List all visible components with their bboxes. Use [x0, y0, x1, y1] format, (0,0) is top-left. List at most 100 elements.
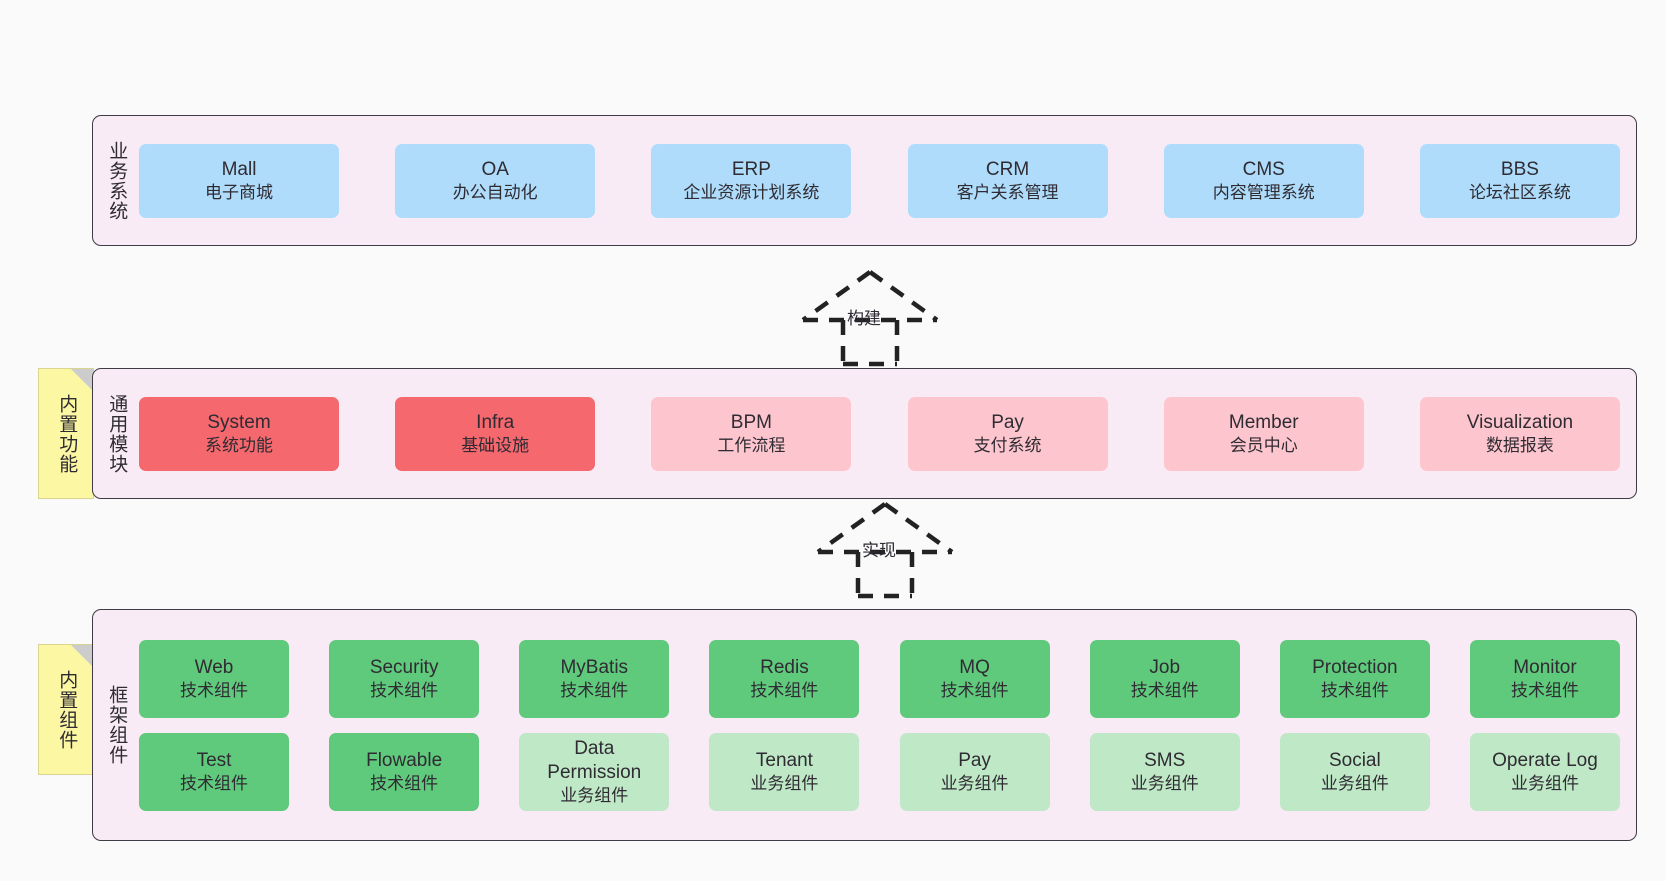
node-description: 技术组件 [180, 773, 248, 793]
node-name: Operate Log [1492, 750, 1598, 772]
node-description: 技术组件 [370, 773, 439, 793]
node-description: 业务组件 [1130, 773, 1199, 793]
node-description: 业务组件 [560, 785, 629, 805]
layer-title-common: 通用模块 [106, 393, 128, 474]
layer-title-framework: 框架组件 [106, 685, 128, 765]
node-description: 办公自动化 [452, 182, 538, 202]
node-name: Redis [760, 657, 809, 679]
node-name: Mall [221, 159, 257, 181]
node-name: Web [194, 657, 234, 679]
node-description: 数据报表 [1485, 435, 1554, 455]
node-name: SMS [1144, 750, 1186, 772]
sticky-note-framework-label: 内置组件 [56, 669, 78, 750]
node-name-line2: Permission [547, 761, 642, 783]
node-name: Visualization [1466, 412, 1574, 434]
node-name: ERP [731, 159, 771, 181]
node-description: 论坛社区系统 [1468, 182, 1571, 202]
node-name: Pay [991, 412, 1024, 434]
sticky-note-builtin-features: 内置功能 [38, 368, 94, 499]
node-name: MQ [959, 657, 990, 679]
node-description: 技术组件 [1510, 680, 1579, 700]
node-name: Job [1149, 657, 1181, 679]
dashed-generalization-arrow-icon [816, 502, 954, 599]
connector-implement: 实现 [810, 500, 960, 599]
node-name: MyBatis [560, 657, 629, 679]
folded-corner-icon [71, 369, 93, 391]
node-name: Monitor [1513, 657, 1577, 679]
connector-build: 构建 [795, 268, 945, 367]
node-name: CMS [1242, 159, 1285, 181]
node-description: 系统功能 [205, 435, 273, 455]
node-name: Tenant [755, 750, 813, 772]
node-name: Pay [958, 750, 991, 772]
node-name: Social [1328, 750, 1381, 772]
node-description: 技术组件 [560, 680, 629, 700]
node-description: 业务组件 [940, 773, 1009, 793]
sticky-note-common-label: 内置功能 [56, 393, 78, 474]
node-description: 业务组件 [750, 773, 819, 793]
node-description: 技术组件 [370, 680, 439, 700]
node-name: Member [1228, 412, 1299, 434]
node-description: 内容管理系统 [1212, 182, 1315, 202]
node-description: 客户关系管理 [956, 182, 1059, 202]
node-name: CRM [985, 159, 1030, 181]
node-description: 基础设施 [461, 435, 530, 455]
node-description: 工作流程 [717, 435, 786, 455]
node-description: 业务组件 [1320, 773, 1389, 793]
node-name: System [207, 412, 271, 434]
node-name: Infra [476, 412, 515, 434]
connector-build-label: 构建 [847, 309, 881, 328]
node-description: 电子商城 [205, 182, 273, 202]
node-description: 支付系统 [973, 435, 1042, 455]
node-name: OA [481, 159, 509, 181]
node-name: BBS [1500, 159, 1539, 181]
node-description: 技术组件 [940, 680, 1009, 700]
node-name: Data [574, 738, 615, 760]
layer-title-business: 业务系统 [106, 140, 128, 221]
folded-corner-icon [71, 645, 93, 667]
node-description: 技术组件 [750, 680, 819, 700]
node-name: Flowable [366, 750, 443, 772]
node-description: 技术组件 [1130, 680, 1199, 700]
node-name: Test [196, 750, 232, 772]
node-description: 业务组件 [1510, 773, 1579, 793]
